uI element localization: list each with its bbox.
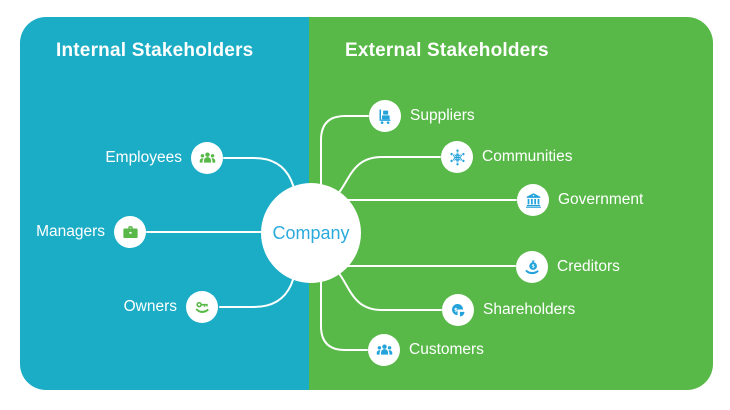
money-bag-hand-icon: $ — [516, 251, 548, 283]
creditors-label: Creditors — [557, 258, 620, 275]
bank-building-icon — [517, 184, 549, 216]
node-communities: Communities — [441, 141, 572, 173]
svg-text:$: $ — [454, 307, 458, 313]
node-shareholders: $ Shareholders — [442, 294, 575, 326]
company-node: Company — [261, 183, 361, 283]
node-managers: Managers — [36, 216, 146, 248]
globe-people-icon — [441, 141, 473, 173]
managers-label: Managers — [36, 223, 105, 240]
communities-label: Communities — [482, 148, 573, 165]
external-panel-title: External Stakeholders — [345, 40, 549, 61]
government-label: Government — [558, 191, 644, 208]
node-owners: Owners — [124, 291, 218, 323]
svg-text:$: $ — [531, 263, 534, 269]
people-group-icon — [368, 334, 400, 366]
owners-label: Owners — [123, 298, 177, 315]
node-government: Government — [517, 184, 643, 216]
internal-panel-title: Internal Stakeholders — [56, 40, 254, 61]
node-suppliers: Suppliers — [369, 100, 475, 132]
suppliers-label: Suppliers — [410, 107, 475, 124]
pie-dollar-icon: $ — [442, 294, 474, 326]
shareholders-label: Shareholders — [483, 301, 576, 318]
node-customers: Customers — [368, 334, 484, 366]
internal-stakeholders-panel — [20, 17, 309, 390]
node-employees: Employees — [105, 142, 223, 174]
customers-label: Customers — [409, 341, 484, 358]
briefcase-icon — [114, 216, 146, 248]
external-stakeholders-panel — [309, 17, 713, 390]
employees-label: Employees — [105, 149, 182, 166]
hand-truck-icon — [369, 100, 401, 132]
people-group-icon — [191, 142, 223, 174]
company-label: Company — [272, 222, 350, 243]
key-in-hand-icon — [186, 291, 218, 323]
node-creditors: $ Creditors — [516, 251, 620, 283]
